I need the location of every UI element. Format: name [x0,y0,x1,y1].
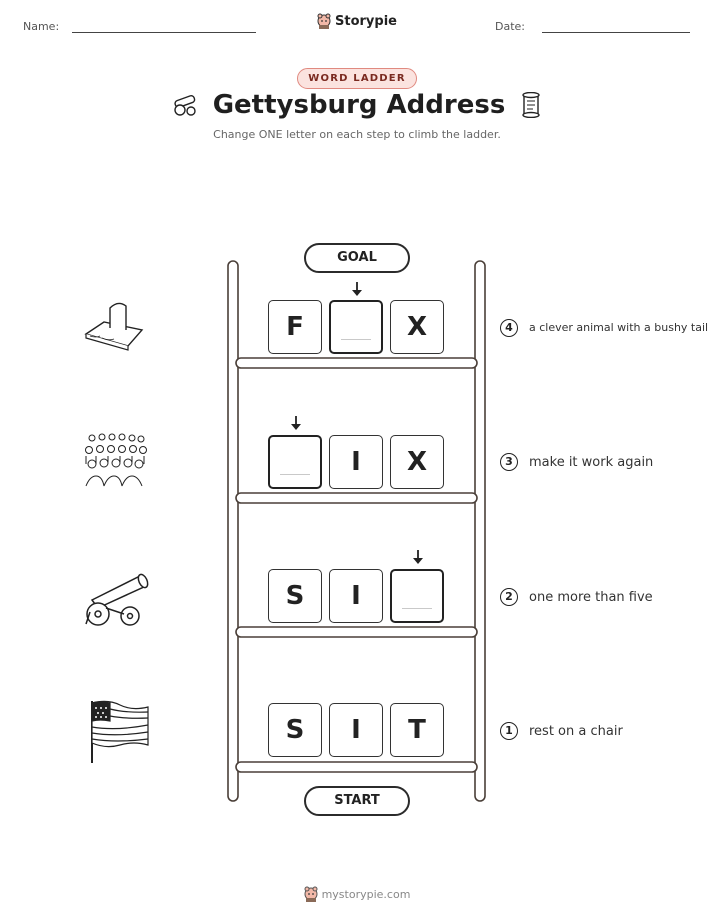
step-number: 1 [500,722,518,740]
name-field[interactable] [72,32,256,33]
cannon-icon [85,573,149,626]
clue-text: rest on a chair [529,724,623,739]
mascot-icon [317,13,331,29]
letter-tile: T [390,703,444,757]
footer-site[interactable]: mystorypie.com [321,887,411,901]
goal-label: GOAL [304,243,410,273]
letter-tile: S [268,569,322,623]
clue-text: a clever animal with a bushy tail [529,321,709,334]
footer: mystorypie.com [0,886,714,906]
arrow-down-icon [413,550,423,564]
instructions: Change ONE letter on each step to climb … [213,128,501,141]
blank-letter-input[interactable] [390,569,444,623]
letter-tile: I [329,435,383,489]
scroll-icon [522,92,541,118]
name-label: Name: [23,20,60,33]
letter-tile: I [329,703,383,757]
letter-tile: X [390,435,444,489]
ladder-frame [227,260,486,802]
activity-badge: WORD LADDER [297,68,417,89]
step-number: 4 [500,319,518,337]
clue-text: make it work again [529,455,654,470]
blank-letter-input[interactable] [268,435,322,489]
mascot-icon [304,886,318,902]
date-label: Date: [495,20,525,33]
cannon-small-icon [173,94,196,116]
letter-tile: F [268,300,322,354]
date-field[interactable] [542,32,690,33]
step-number: 3 [500,453,518,471]
flag-icon [91,700,149,763]
arrow-down-icon [352,282,362,296]
brand-name: Storypie [335,13,397,29]
letter-tile: X [390,300,444,354]
step-number: 2 [500,588,518,606]
blank-letter-input[interactable] [329,300,383,354]
clue-text: one more than five [529,590,653,605]
page-title: Gettysburg Address [212,90,506,120]
crowd-icon [85,433,147,487]
brand-logo: Storypie [0,13,714,33]
gravestone-icon [84,302,144,351]
letter-tile: S [268,703,322,757]
arrow-down-icon [291,416,301,430]
letter-tile: I [329,569,383,623]
start-label: START [304,786,410,816]
